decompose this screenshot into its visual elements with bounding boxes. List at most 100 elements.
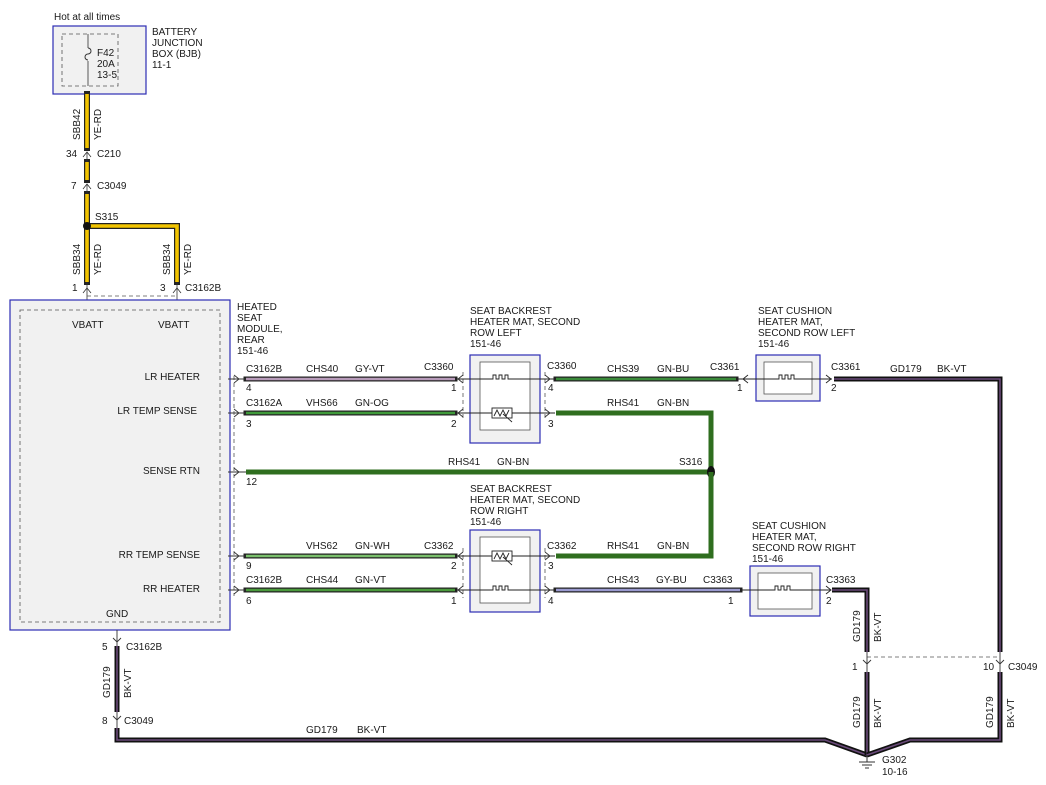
bjb-title-2: JUNCTION: [152, 38, 203, 49]
wire-r-color: YE-RD: [183, 244, 194, 275]
backrest-right-title-4: 151-46: [470, 517, 502, 528]
bjb-title-4: 11-1: [152, 60, 172, 71]
connector-c3049-right-icon: [862, 652, 1005, 672]
heater-element-icon: [455, 374, 555, 380]
connector-c3049-top-icon: [82, 183, 92, 194]
c3049-right-name: C3049: [1008, 662, 1038, 673]
backrest-right-title-1: SEAT BACKREST: [470, 484, 552, 495]
backrest-right-title-3: ROW RIGHT: [470, 506, 528, 517]
cushion-left-heater-icon: [736, 374, 832, 384]
rr-temp-pin: 9: [246, 561, 252, 572]
rr-heater-label: RR HEATER: [143, 584, 200, 595]
c3162b-pin3: 3: [160, 283, 166, 294]
lr-temp-color: GN-OG: [355, 398, 389, 409]
cushion-right-title-2: HEATER MAT,: [752, 532, 817, 543]
splice-s315-label: S315: [95, 212, 119, 223]
rr-temp-far-pin: 2: [451, 561, 457, 572]
wire-sbb42-color: YE-RD: [93, 109, 104, 140]
cushion-left-out-pin: 2: [831, 383, 837, 394]
rr-heater-pin: 6: [246, 596, 252, 607]
rr-heater-color: GN-VT: [355, 575, 386, 586]
c3049-top-pin: 7: [71, 181, 77, 192]
connector-c3049-left-icon: [112, 712, 122, 728]
chs43-conn: C3363: [703, 575, 733, 586]
module-title-4: REAR: [237, 335, 265, 346]
backrest-left-pins: [457, 374, 551, 418]
c210-pin: 34: [66, 149, 78, 160]
gd179-mod-circuit: GD179: [102, 666, 113, 698]
gd179-rr-circuit: GD179: [985, 696, 996, 728]
chs39-circuit: CHS39: [607, 364, 640, 375]
sense-rtn-color: GN-BN: [497, 457, 529, 468]
connector-c210-icon: [82, 151, 92, 162]
gd179-cr-color: BK-VT: [873, 613, 884, 642]
c3049-right-pin1: 1: [852, 662, 858, 673]
gd179-mod-color: BK-VT: [123, 669, 134, 698]
wire-gd179-cushion-right: [832, 587, 870, 652]
module-title-5: 151-46: [237, 346, 269, 357]
wire-gd179-right: [834, 376, 1003, 652]
wire-sbb42-circuit: SBB42: [72, 108, 83, 140]
fuse-ref: 13-5: [97, 70, 117, 81]
rr-temp-color: GN-WH: [355, 541, 390, 552]
cushion-left-in-pin: 1: [737, 383, 743, 394]
hot-at-all-times-label: Hot at all times: [54, 12, 120, 23]
backrest-left-pin3: 3: [548, 419, 554, 430]
backrest-right-pins: [457, 551, 551, 595]
cushion-right-title-1: SEAT CUSHION: [752, 521, 826, 532]
lr-heater-far-conn: C3360: [424, 362, 454, 373]
rr-temp-far-conn: C3362: [424, 541, 454, 552]
backrest-right-pin3: 3: [548, 561, 554, 572]
connector-c3162b-gnd-icon: [112, 630, 122, 646]
cushion-left-title-1: SEAT CUSHION: [758, 306, 832, 317]
vbatt-2-label: VBATT: [158, 320, 189, 331]
wire-gd179-bottom: [114, 672, 1003, 758]
backrest-right-pin4: 4: [548, 596, 554, 607]
c3049-left-pin: 8: [102, 716, 108, 727]
bjb-title-1: BATTERY: [152, 27, 198, 38]
lr-heater-conn: C3162B: [246, 364, 282, 375]
fuse-f42-icon: [84, 34, 92, 86]
rhs41-lower-circuit: RHS41: [607, 541, 640, 552]
wire-l-circuit: SBB34: [72, 243, 83, 275]
gd179-cr-circuit: GD179: [852, 610, 863, 642]
lr-heater-pin: 4: [246, 383, 252, 394]
backrest-left-title-2: HEATER MAT, SECOND: [470, 317, 580, 328]
backrest-left-title-1: SEAT BACKREST: [470, 306, 552, 317]
wire-l-color: YE-RD: [93, 244, 104, 275]
backrest-left-out-conn: C3360: [547, 361, 577, 372]
c3049-right-pin10: 10: [983, 662, 995, 673]
gnd-label: GND: [106, 609, 128, 620]
splice-s315-icon: [83, 222, 91, 230]
c3049-top-name: C3049: [97, 181, 127, 192]
c3049-left-name: C3049: [124, 716, 154, 727]
wire-r-circuit: SBB34: [162, 243, 173, 275]
chs39-color: GN-BU: [657, 364, 689, 375]
gnd-pin: 5: [102, 642, 108, 653]
cushion-right-heater-icon: [740, 585, 832, 595]
cushion-left-in-conn: C3361: [710, 362, 740, 373]
rhs41-lower-color: GN-BN: [657, 541, 689, 552]
gd179-bottom-color: BK-VT: [357, 725, 386, 736]
backrest-right-out-conn: C3362: [547, 541, 577, 552]
lr-temp-far-pin: 2: [451, 419, 457, 430]
battery-junction-box: [52, 25, 147, 95]
rr-heater-conn: C3162B: [246, 575, 282, 586]
c3162b-top-name: C3162B: [185, 283, 221, 294]
sense-rtn-label: SENSE RTN: [143, 466, 200, 477]
gd179-top-color: BK-VT: [937, 364, 966, 375]
fuse-rating: 20A: [97, 59, 115, 70]
vbatt-1-label: VBATT: [72, 320, 103, 331]
cushion-left-out-conn: C3361: [831, 362, 861, 373]
rr-temp-sense-label: RR TEMP SENSE: [119, 550, 201, 561]
cushion-right-title-4: 151-46: [752, 554, 784, 565]
rhs41-upper-circuit: RHS41: [607, 398, 640, 409]
splice-s316-label: S316: [679, 457, 703, 468]
backrest-left-pin4: 4: [548, 383, 554, 394]
gd179-rl-circuit: GD179: [852, 696, 863, 728]
rr-thermistor-icon: [455, 550, 555, 566]
ground-g302-ref: 10-16: [882, 767, 908, 778]
heated-seat-module: [9, 299, 231, 631]
c3162b-pin1: 1: [72, 283, 78, 294]
backrest-right-title-2: HEATER MAT, SECOND: [470, 495, 580, 506]
